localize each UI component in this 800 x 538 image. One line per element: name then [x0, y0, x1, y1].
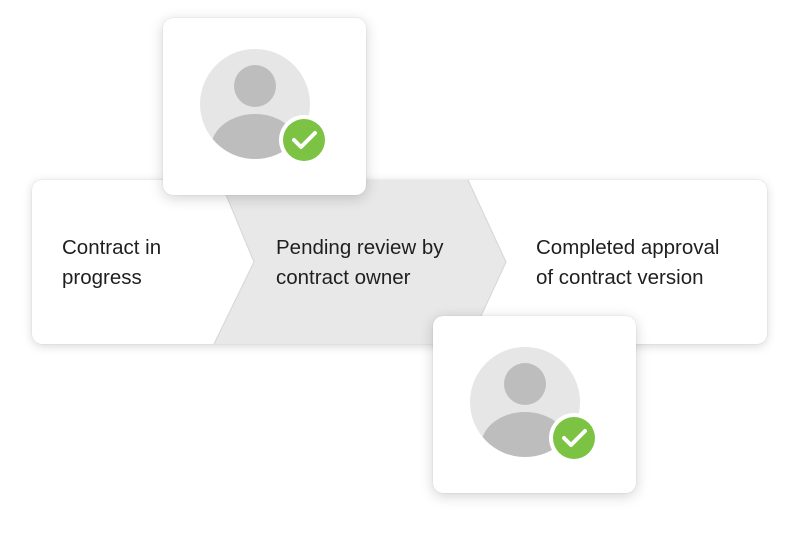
- step-2-highlight: [214, 180, 506, 344]
- checkmark-icon: [549, 413, 599, 463]
- step-contract-in-progress: Contract in progress: [62, 236, 162, 289]
- progress-chevrons: [213, 180, 507, 344]
- approver-card-1: [163, 18, 366, 195]
- step-completed-approval: Completed approval of contract version: [536, 236, 720, 289]
- step-pending-review: Pending review by contract owner: [276, 236, 444, 289]
- user-avatar-icon: [470, 347, 599, 463]
- workflow-progress-bar: Contract in progress Pending review by c…: [32, 180, 767, 344]
- checkmark-icon: [279, 115, 329, 165]
- approver-card-2: [433, 316, 636, 493]
- step-divider-1: [213, 180, 255, 344]
- user-avatar-icon: [200, 49, 329, 165]
